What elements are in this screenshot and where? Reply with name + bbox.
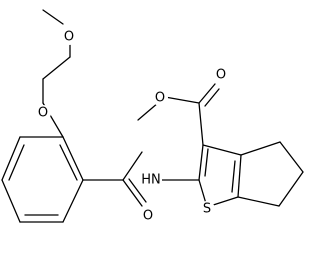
bond-ch2-ch2 (42, 56, 71, 80)
bond-benz-4 (1, 179, 21, 223)
bond-benz-inner-3 (8, 144, 25, 181)
bond-cp-4 (237, 196, 280, 207)
atom-s-ring: S (199, 201, 215, 217)
bond-carbonyl-nh (122, 151, 143, 181)
atom-label-o-amide: O (143, 209, 153, 224)
bond-thio-c3a-c6a-inner (231, 160, 236, 193)
atom-label-o-carbonyl-ester: O (216, 68, 226, 83)
atom-label-s-ring: S (203, 202, 211, 217)
bond-ester-c-o (164, 96, 200, 104)
atom-layer: O O O O HN S O (35, 29, 229, 224)
bond-thio-c3-c3a (202, 144, 242, 156)
bond-cp-2 (279, 141, 304, 173)
molecule-diagram: O O O O HN S O (1, 9, 304, 224)
bond-methyl-o-top (42, 9, 64, 25)
bond-benz-inner-1 (59, 144, 78, 181)
atom-o-methoxy-ester: O (152, 90, 168, 106)
bond-cp-3 (278, 171, 304, 207)
bond-thio-ester-carbon (198, 102, 204, 146)
atom-label-o-methoxy-ester: O (155, 91, 165, 106)
bond-thio-c3a-c6a (237, 154, 242, 198)
bond-benz-1 (62, 136, 84, 181)
atom-o-ether-aryl: O (35, 105, 51, 121)
atom-label-o-ether-aryl: O (38, 106, 48, 121)
bond-amide-co-a (122, 179, 143, 207)
bond-benz-2 (62, 179, 84, 223)
bond-layer (1, 9, 304, 223)
bond-ester-co-b (204, 88, 220, 107)
atom-o-ether-top: O (61, 29, 77, 45)
atom-label-o-ether-top: O (64, 30, 74, 45)
bond-ester-co-a (198, 83, 216, 104)
atom-nh: HN (140, 171, 162, 189)
bond-thio-c2-c3 (198, 144, 204, 181)
atom-o-carbonyl-ester: O (213, 67, 229, 83)
atom-label-nh: HN (141, 173, 161, 188)
atom-o-amide: O (140, 208, 156, 224)
bond-thio-c2-c3-inner (204, 148, 209, 177)
bond-benz-5 (1, 136, 21, 181)
bond-cp-1 (240, 141, 281, 156)
bond-amide-co-b (128, 178, 147, 203)
